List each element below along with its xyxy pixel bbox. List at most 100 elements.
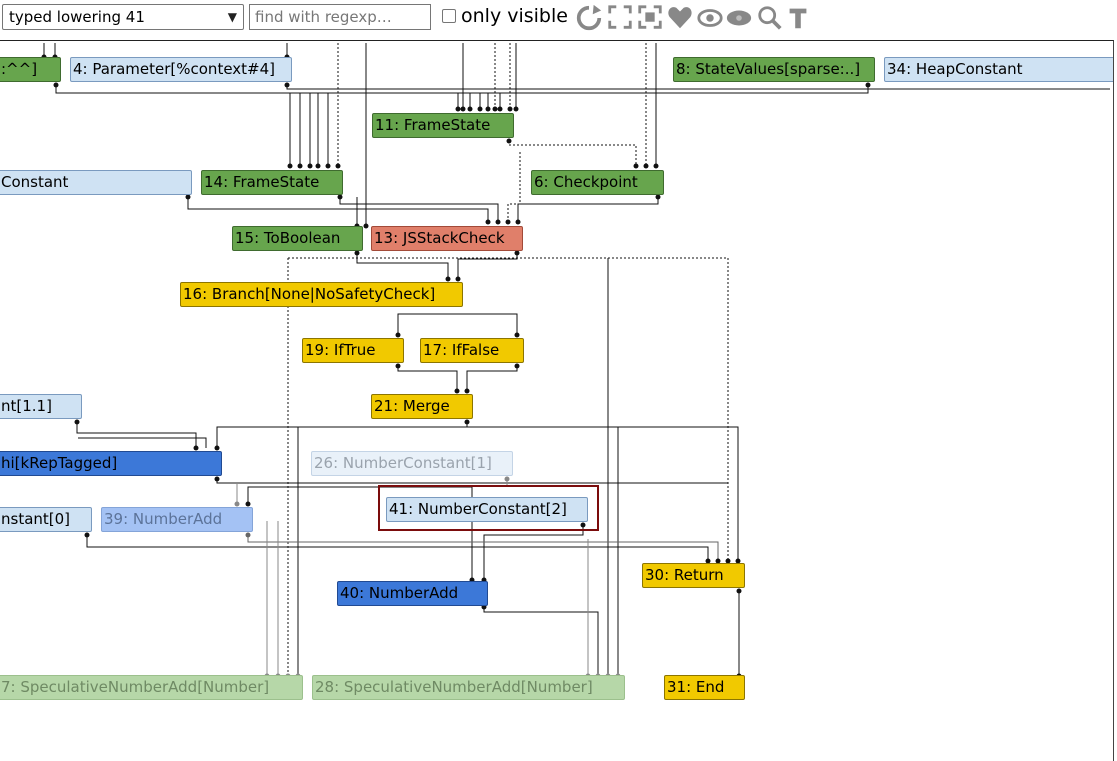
node-label: 14: FrameState (204, 173, 320, 191)
edge-endpoint (633, 163, 639, 169)
node-27-speculativenumberadd[interactable]: 7: SpeculativeNumberAdd[Number] (0, 675, 303, 700)
toggle-text-icon[interactable] (786, 4, 810, 32)
search-input[interactable] (249, 4, 431, 30)
hide-unselected-icon[interactable] (636, 4, 664, 32)
edge-endpoint (214, 445, 220, 451)
node-label: 16: Branch[None|NoSafetyCheck] (183, 285, 436, 303)
node-6-checkpoint[interactable]: 6: Checkpoint (531, 170, 664, 195)
hide-selected-icon[interactable] (666, 4, 694, 32)
graph-edge (216, 479, 728, 484)
node-30-return[interactable]: 30: Return (642, 563, 745, 588)
node-unnamed-top-left[interactable]: :^^] (0, 57, 61, 82)
node-14-framestate[interactable]: 14: FrameState (201, 170, 343, 195)
node-label: 17: IfFalse (423, 341, 500, 359)
node-41-numberconstant[interactable]: 41: NumberConstant[2] (386, 497, 588, 522)
only-visible-checkbox[interactable] (442, 9, 456, 23)
edge-endpoint (245, 532, 251, 538)
edge-endpoint (513, 106, 519, 112)
node-39-numberadd[interactable]: 39: NumberAdd (101, 507, 253, 532)
node-11-framestate[interactable]: 11: FrameState (372, 113, 514, 138)
node-label: hi[kRepTagged] (1, 454, 118, 472)
graph-edge (286, 85, 1110, 90)
edge-endpoint (506, 138, 512, 144)
graph-edge (78, 437, 207, 448)
toolbar: typed lowering 41 ▼ only visible (0, 0, 1117, 40)
node-label: 34: HeapConstant (887, 60, 1023, 78)
zoom-selection-icon[interactable] (696, 4, 724, 32)
node-40-numberadd[interactable]: 40: NumberAdd (337, 581, 488, 606)
graph-edge (76, 422, 197, 448)
node-label: Constant (1, 173, 69, 191)
edge-endpoint (363, 223, 369, 229)
graph-edge (483, 525, 584, 580)
node-label: nstant[0] (1, 510, 71, 528)
search-icon[interactable] (756, 4, 784, 32)
node-numberconstant-1-1[interactable]: nt[1.1] (0, 394, 82, 419)
node-21-merge[interactable]: 21: Merge (371, 394, 473, 419)
node-label: 40: NumberAdd (340, 584, 459, 602)
graph-edge (508, 141, 637, 166)
node-31-end[interactable]: 31: End (664, 675, 745, 700)
chevron-down-icon: ▼ (227, 10, 237, 24)
node-label: 31: End (667, 678, 725, 696)
node-26-numberconstant[interactable]: 26: NumberConstant[1] (311, 451, 513, 476)
graph-edge (247, 486, 473, 580)
node-17-iffalse[interactable]: 17: IfFalse (420, 338, 524, 363)
graph-edge (517, 197, 659, 222)
show-all-icon[interactable] (606, 4, 634, 32)
edge-endpoint (514, 363, 520, 369)
edge-endpoint (485, 106, 491, 112)
graph-canvas[interactable]: :^^] 4: Parameter[%context#4] 8: StateVa… (0, 40, 1114, 761)
edge-endpoint (492, 106, 498, 112)
node-label: 21: Merge (374, 397, 450, 415)
node-label: nt[1.1] (1, 397, 52, 415)
node-19-iftrue[interactable]: 19: IfTrue (302, 338, 404, 363)
edge-endpoint (464, 388, 470, 394)
node-34-heapconstant[interactable]: 34: HeapConstant (884, 57, 1113, 82)
node-16-branch[interactable]: 16: Branch[None|NoSafetyCheck] (180, 282, 463, 307)
edge-endpoint (653, 163, 659, 169)
node-13-jsstackcheck[interactable]: 13: JSStackCheck (371, 226, 523, 251)
edge-endpoint (715, 558, 721, 564)
edge-endpoint (736, 588, 742, 594)
node-label: 15: ToBoolean (235, 229, 341, 247)
node-numberconstant-0[interactable]: nstant[0] (0, 507, 92, 532)
node-label: 30: Return (645, 566, 724, 584)
node-label: 26: NumberConstant[1] (314, 454, 492, 472)
edge-endpoint (193, 445, 199, 451)
edge-endpoint (460, 106, 466, 112)
edge-endpoint (315, 163, 321, 169)
edge-endpoint (284, 82, 290, 88)
node-8-statevalues[interactable]: 8: StateValues[sparse:..] (673, 57, 875, 82)
edge-endpoint (865, 82, 871, 88)
edge-endpoint (485, 219, 491, 225)
phase-select[interactable]: typed lowering 41 ▼ (2, 4, 244, 30)
graph-edge (397, 313, 518, 335)
node-label: :^^] (1, 60, 38, 78)
edge-endpoint (234, 501, 240, 507)
node-28-speculativenumberadd[interactable]: 28: SpeculativeNumberAdd[Number] (312, 675, 625, 700)
edge-endpoint (495, 219, 501, 225)
node-label: 19: IfTrue (305, 341, 376, 359)
node-15-toboolean[interactable]: 15: ToBoolean (232, 226, 363, 251)
node-label: 7: SpeculativeNumberAdd[Number] (1, 678, 270, 696)
node-label: 11: FrameState (375, 116, 491, 134)
toggle-types-icon[interactable] (724, 4, 754, 32)
layout-icon[interactable] (574, 4, 604, 32)
edge-endpoint (354, 250, 360, 256)
node-label: 8: StateValues[sparse:..] (676, 60, 861, 78)
graph-edge (397, 366, 458, 391)
node-constant-left[interactable]: Constant (0, 170, 192, 195)
node-4-parameter[interactable]: 4: Parameter[%context#4] (70, 57, 292, 82)
edge-endpoint (643, 163, 649, 169)
edge-endpoint (504, 476, 510, 482)
graph-edge (247, 535, 719, 561)
phase-select-value: typed lowering 41 (9, 8, 145, 26)
edge-endpoint (445, 276, 451, 282)
edge-endpoint (580, 522, 586, 528)
node-phi[interactable]: hi[kRepTagged] (0, 451, 222, 476)
graph-edge (466, 366, 518, 391)
edge-endpoint (477, 106, 483, 112)
edge-endpoint (307, 163, 313, 169)
graph-edge (457, 253, 518, 279)
